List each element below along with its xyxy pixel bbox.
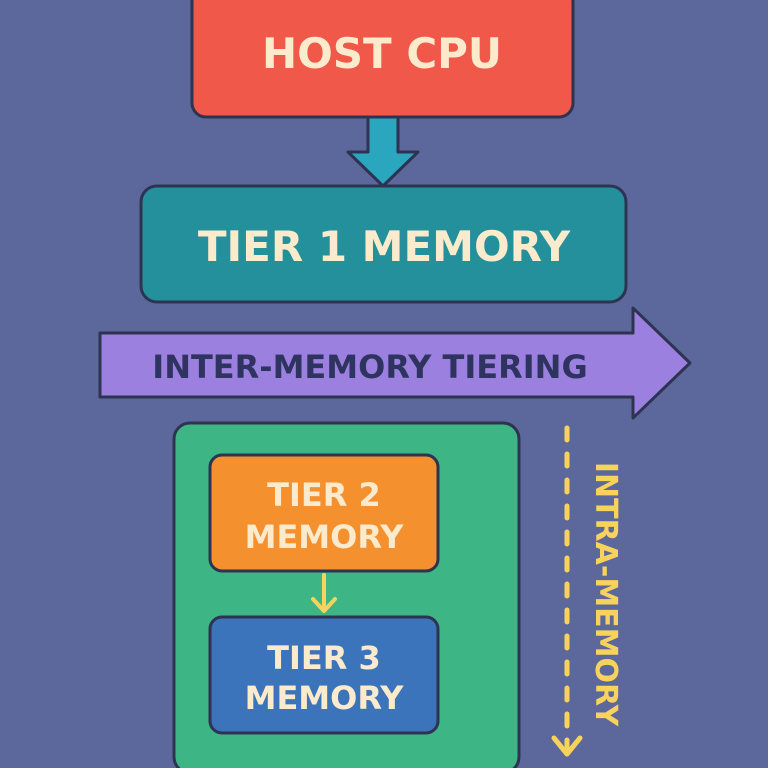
host-cpu-label: HOST CPU [262,29,502,78]
inter-memory-tiering-arrow: INTER-MEMORY TIERING [98,306,692,420]
intra-memory-arrow [551,425,583,757]
tier2-to-tier3-arrow [311,573,337,613]
tier2-node: TIER 2 MEMORY [208,453,440,573]
inter-memory-label: INTER-MEMORY TIERING [152,348,587,386]
tier1-node: TIER 1 MEMORY [139,184,628,304]
tier2-label-line1: TIER 2 [267,476,381,514]
tier3-label-line2: MEMORY [245,679,405,717]
cpu-to-tier1-arrow [346,115,420,188]
tier3-node: TIER 3 MEMORY [208,615,440,735]
tier3-label-line1: TIER 3 [267,639,381,677]
tier1-label: TIER 1 MEMORY [198,222,571,271]
intra-memory-label: INTRA-MEMORY [588,462,623,728]
host-cpu-node: HOST CPU [190,0,575,119]
tier2-label-line2: MEMORY [245,518,405,556]
